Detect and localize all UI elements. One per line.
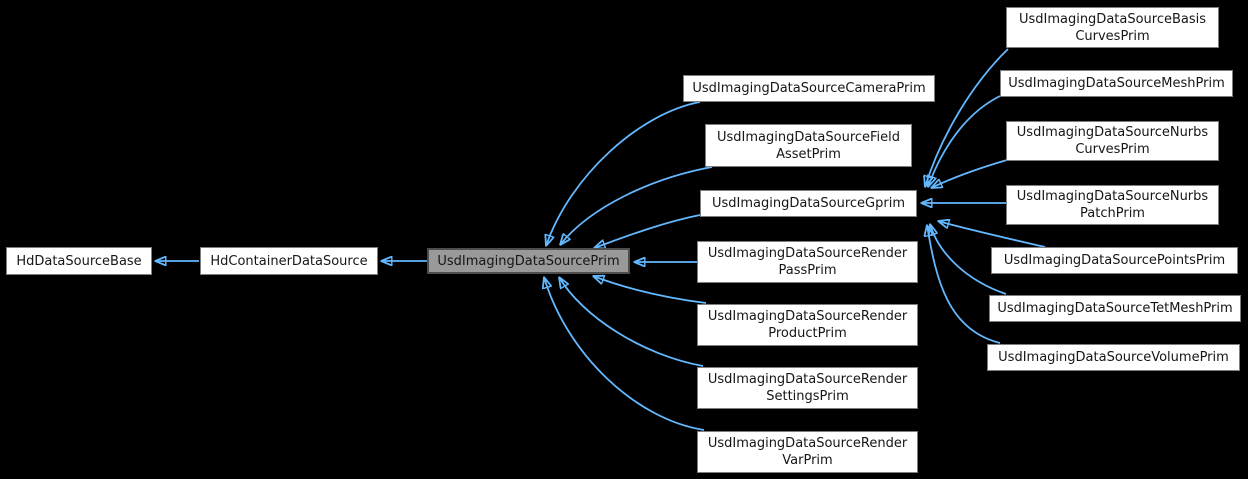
class-label-line2: CurvesPrim (1075, 142, 1150, 157)
node-UsdImagingDataSourceRenderPassPrim[interactable]: UsdImagingDataSourceRender PassPrim (697, 241, 918, 283)
class-label-line2: ProductPrim (768, 326, 847, 341)
class-label-line1: UsdImagingDataSourceField (716, 129, 901, 145)
class-label-line2: SettingsPrim (766, 389, 849, 404)
node-UsdImagingDataSourceFieldAssetPrim[interactable]: UsdImagingDataSourceField AssetPrim (705, 124, 912, 167)
class-label: UsdImagingDataSourceVolumePrim (998, 350, 1229, 365)
class-label-line2: PatchPrim (1080, 206, 1145, 221)
class-label-line1: UsdImagingDataSourceRender (707, 309, 908, 324)
class-label-line2: CurvesPrim (1075, 28, 1150, 44)
class-label: HdDataSourceBase (16, 253, 142, 269)
class-label-line1: UsdImagingDataSourceRender (707, 372, 908, 387)
node-UsdImagingDataSourceGprim[interactable]: UsdImagingDataSourceGprim (700, 190, 917, 217)
class-label: UsdImagingDataSourceGprim (712, 196, 905, 211)
edge-UsdImagingDataSourcePointsPrim-to-UsdImagingDataSourceGprim (938, 221, 1046, 248)
class-label: UsdImagingDataSourceCameraPrim (692, 81, 926, 96)
node-UsdImagingDataSourceNurbsCurvesPrim[interactable]: UsdImagingDataSourceNurbs CurvesPrim (1006, 121, 1219, 161)
edge-UsdImagingDataSourceBasisCurvesPrim-to-UsdImagingDataSourceGprim (925, 48, 1009, 187)
node-UsdImagingDataSourceVolumePrim[interactable]: UsdImagingDataSourceVolumePrim (987, 344, 1240, 371)
class-label-line1: UsdImagingDataSourceBasis (1018, 11, 1207, 27)
class-label-line1: UsdImagingDataSourceRender (707, 246, 908, 261)
class-label-line2: AssetPrim (776, 146, 841, 162)
node-UsdImagingDataSourceCameraPrim[interactable]: UsdImagingDataSourceCameraPrim (683, 75, 935, 102)
class-label-line1: UsdImagingDataSourceRender (707, 436, 908, 451)
edge-UsdImagingDataSourceVolumePrim-to-UsdImagingDataSourceGprim (927, 225, 1001, 344)
class-label: UsdImagingDataSourcePointsPrim (1003, 253, 1226, 268)
class-label-line1: UsdImagingDataSourceNurbs (1016, 189, 1209, 204)
class-label: HdContainerDataSource (210, 253, 368, 269)
class-label: UsdImagingDataSourceMeshPrim (1008, 76, 1225, 91)
edge-UsdImagingDataSourceGprim-to-UsdImagingDataSourcePrim (594, 214, 701, 248)
node-UsdImagingDataSourceRenderSettingsPrim[interactable]: UsdImagingDataSourceRender SettingsPrim (697, 367, 918, 409)
class-label-line2: PassPrim (778, 263, 837, 278)
edge-UsdImagingDataSourceNurbsCurvesPrim-to-UsdImagingDataSourceGprim (931, 159, 1008, 188)
node-UsdImagingDataSourceTetMeshPrim[interactable]: UsdImagingDataSourceTetMeshPrim (989, 295, 1241, 322)
edge-UsdImagingDataSourceRenderSettingsPrim-to-UsdImagingDataSourcePrim (559, 277, 704, 367)
edge-UsdImagingDataSourceMeshPrim-to-UsdImagingDataSourceGprim (928, 95, 1001, 187)
edge-UsdImagingDataSourceRenderVarPrim-to-UsdImagingDataSourcePrim (544, 277, 705, 431)
class-label-line1: UsdImagingDataSourceNurbs (1016, 125, 1209, 140)
class-label: UsdImagingDataSourcePrim (437, 253, 620, 269)
edge-UsdImagingDataSourceRenderProductPrim-to-UsdImagingDataSourcePrim (593, 276, 707, 304)
node-UsdImagingDataSourceBasisCurvesPrim[interactable]: UsdImagingDataSourceBasis CurvesPrim (1006, 7, 1219, 48)
node-UsdImagingDataSourcePrim: UsdImagingDataSourcePrim (427, 248, 630, 274)
node-UsdImagingDataSourceRenderVarPrim[interactable]: UsdImagingDataSourceRender VarPrim (697, 431, 918, 473)
edge-UsdImagingDataSourceCameraPrim-to-UsdImagingDataSourcePrim (546, 101, 701, 246)
class-label-line2: VarPrim (782, 453, 833, 468)
node-HdContainerDataSource[interactable]: HdContainerDataSource (200, 247, 378, 275)
node-UsdImagingDataSourceRenderProductPrim[interactable]: UsdImagingDataSourceRender ProductPrim (697, 304, 918, 346)
node-HdDataSourceBase[interactable]: HdDataSourceBase (6, 247, 152, 275)
class-label: UsdImagingDataSourceTetMeshPrim (997, 301, 1233, 316)
node-UsdImagingDataSourceMeshPrim[interactable]: UsdImagingDataSourceMeshPrim (1000, 70, 1233, 97)
node-UsdImagingDataSourcePointsPrim[interactable]: UsdImagingDataSourcePointsPrim (991, 247, 1238, 274)
node-UsdImagingDataSourceNurbsPatchPrim[interactable]: UsdImagingDataSourceNurbs PatchPrim (1006, 185, 1219, 225)
edge-UsdImagingDataSourceFieldAssetPrim-to-UsdImagingDataSourcePrim (560, 166, 713, 245)
